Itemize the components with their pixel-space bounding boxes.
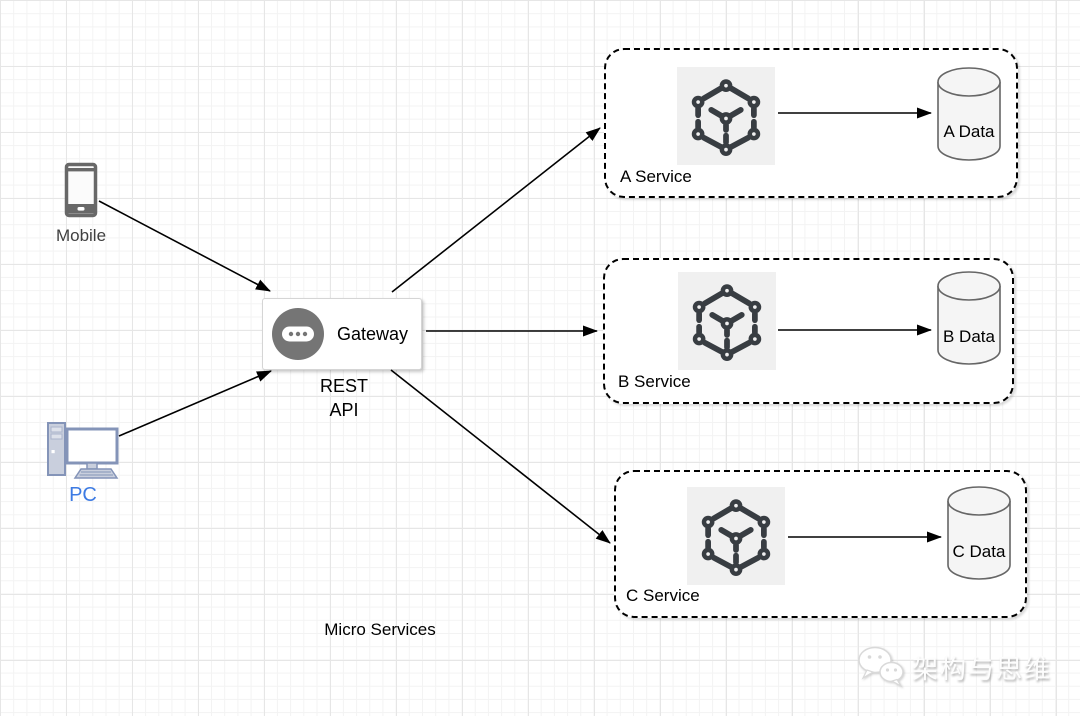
arrow-pc-to-gateway	[118, 370, 272, 437]
service-a-label: A Service	[620, 167, 692, 186]
gateway-protocol-label: REST API	[319, 376, 368, 420]
database-a-icon	[937, 67, 1001, 161]
pc-label: PC	[69, 484, 97, 506]
arrow-mobile-to-gateway	[98, 200, 271, 292]
pc-icon	[47, 422, 119, 479]
wechat-icon	[858, 646, 904, 688]
mobile-icon	[64, 162, 98, 218]
service-c-cube-icon	[687, 487, 785, 585]
arrow-gateway-to-service-a	[391, 127, 601, 293]
mobile-label: Mobile	[55, 226, 107, 245]
service-b-label: B Service	[618, 372, 691, 391]
diagram-caption: Micro Services	[324, 620, 436, 639]
service-c-label: C Service	[626, 586, 700, 605]
gateway-label: Gateway	[337, 323, 409, 344]
database-c-label: C Data	[952, 542, 1006, 561]
arrow-gateway-to-service-c	[390, 369, 611, 544]
database-b-icon	[937, 271, 1001, 365]
database-b-label: B Data	[943, 327, 995, 346]
gateway-icon	[272, 308, 324, 360]
database-c-icon	[947, 486, 1011, 580]
watermark-text: 架构与思维	[912, 653, 1053, 684]
service-b-cube-icon	[678, 272, 776, 370]
database-a-label: A Data	[943, 122, 995, 141]
watermark: 架构与思维	[856, 645, 1052, 689]
service-a-cube-icon	[677, 67, 775, 165]
gateway-node: Gateway	[262, 298, 422, 370]
